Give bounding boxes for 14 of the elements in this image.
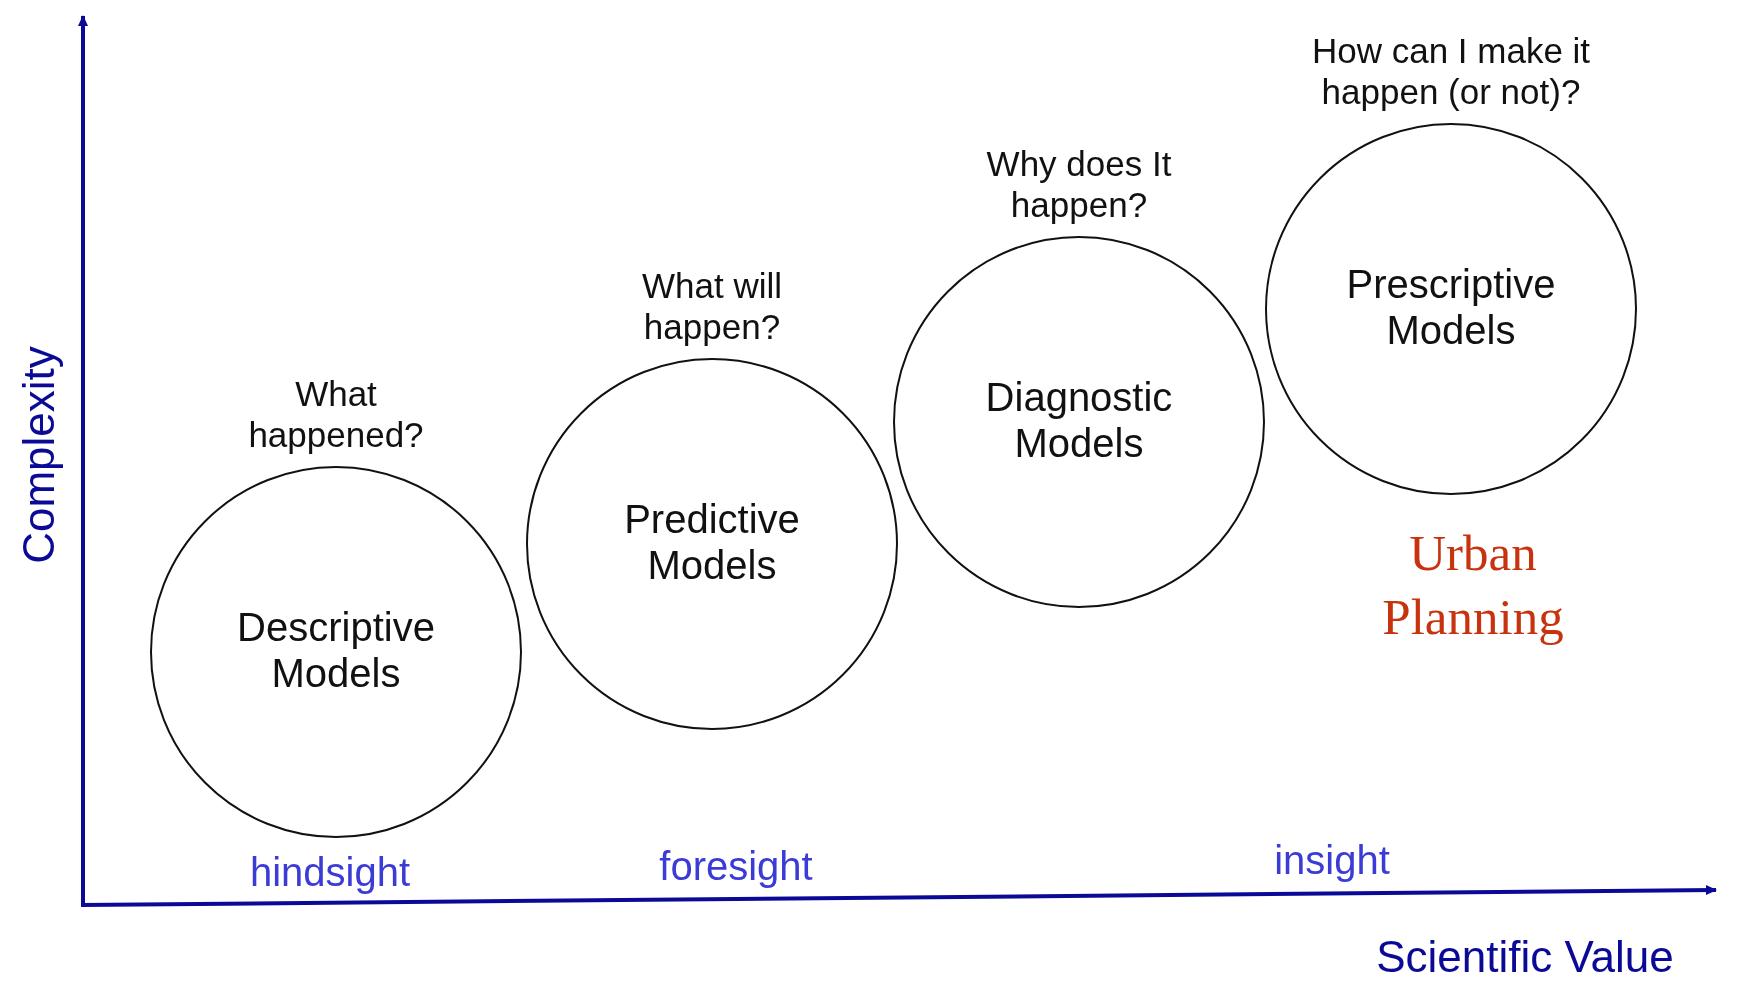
- model-name: Diagnostic Models: [984, 374, 1174, 466]
- domain-label: Urban Planning: [1381, 524, 1565, 647]
- question-text: What happened?: [247, 373, 425, 455]
- axis-annotation: insight: [1274, 837, 1390, 883]
- axis-annotation: hindsight: [249, 849, 411, 895]
- model-name: Prescriptive Models: [1345, 261, 1557, 353]
- axis-title: Scientific Value: [1376, 932, 1674, 982]
- question-text: What will happen?: [641, 265, 783, 347]
- axis-title: Complexity: [14, 346, 64, 564]
- axis-annotation: foresight: [659, 843, 813, 889]
- question-text: Why does It happen?: [985, 143, 1173, 225]
- model-name: Descriptive Models: [236, 604, 436, 696]
- model-name: Predictive Models: [623, 496, 801, 588]
- question-text: How can I make it happen (or not)?: [1310, 30, 1592, 112]
